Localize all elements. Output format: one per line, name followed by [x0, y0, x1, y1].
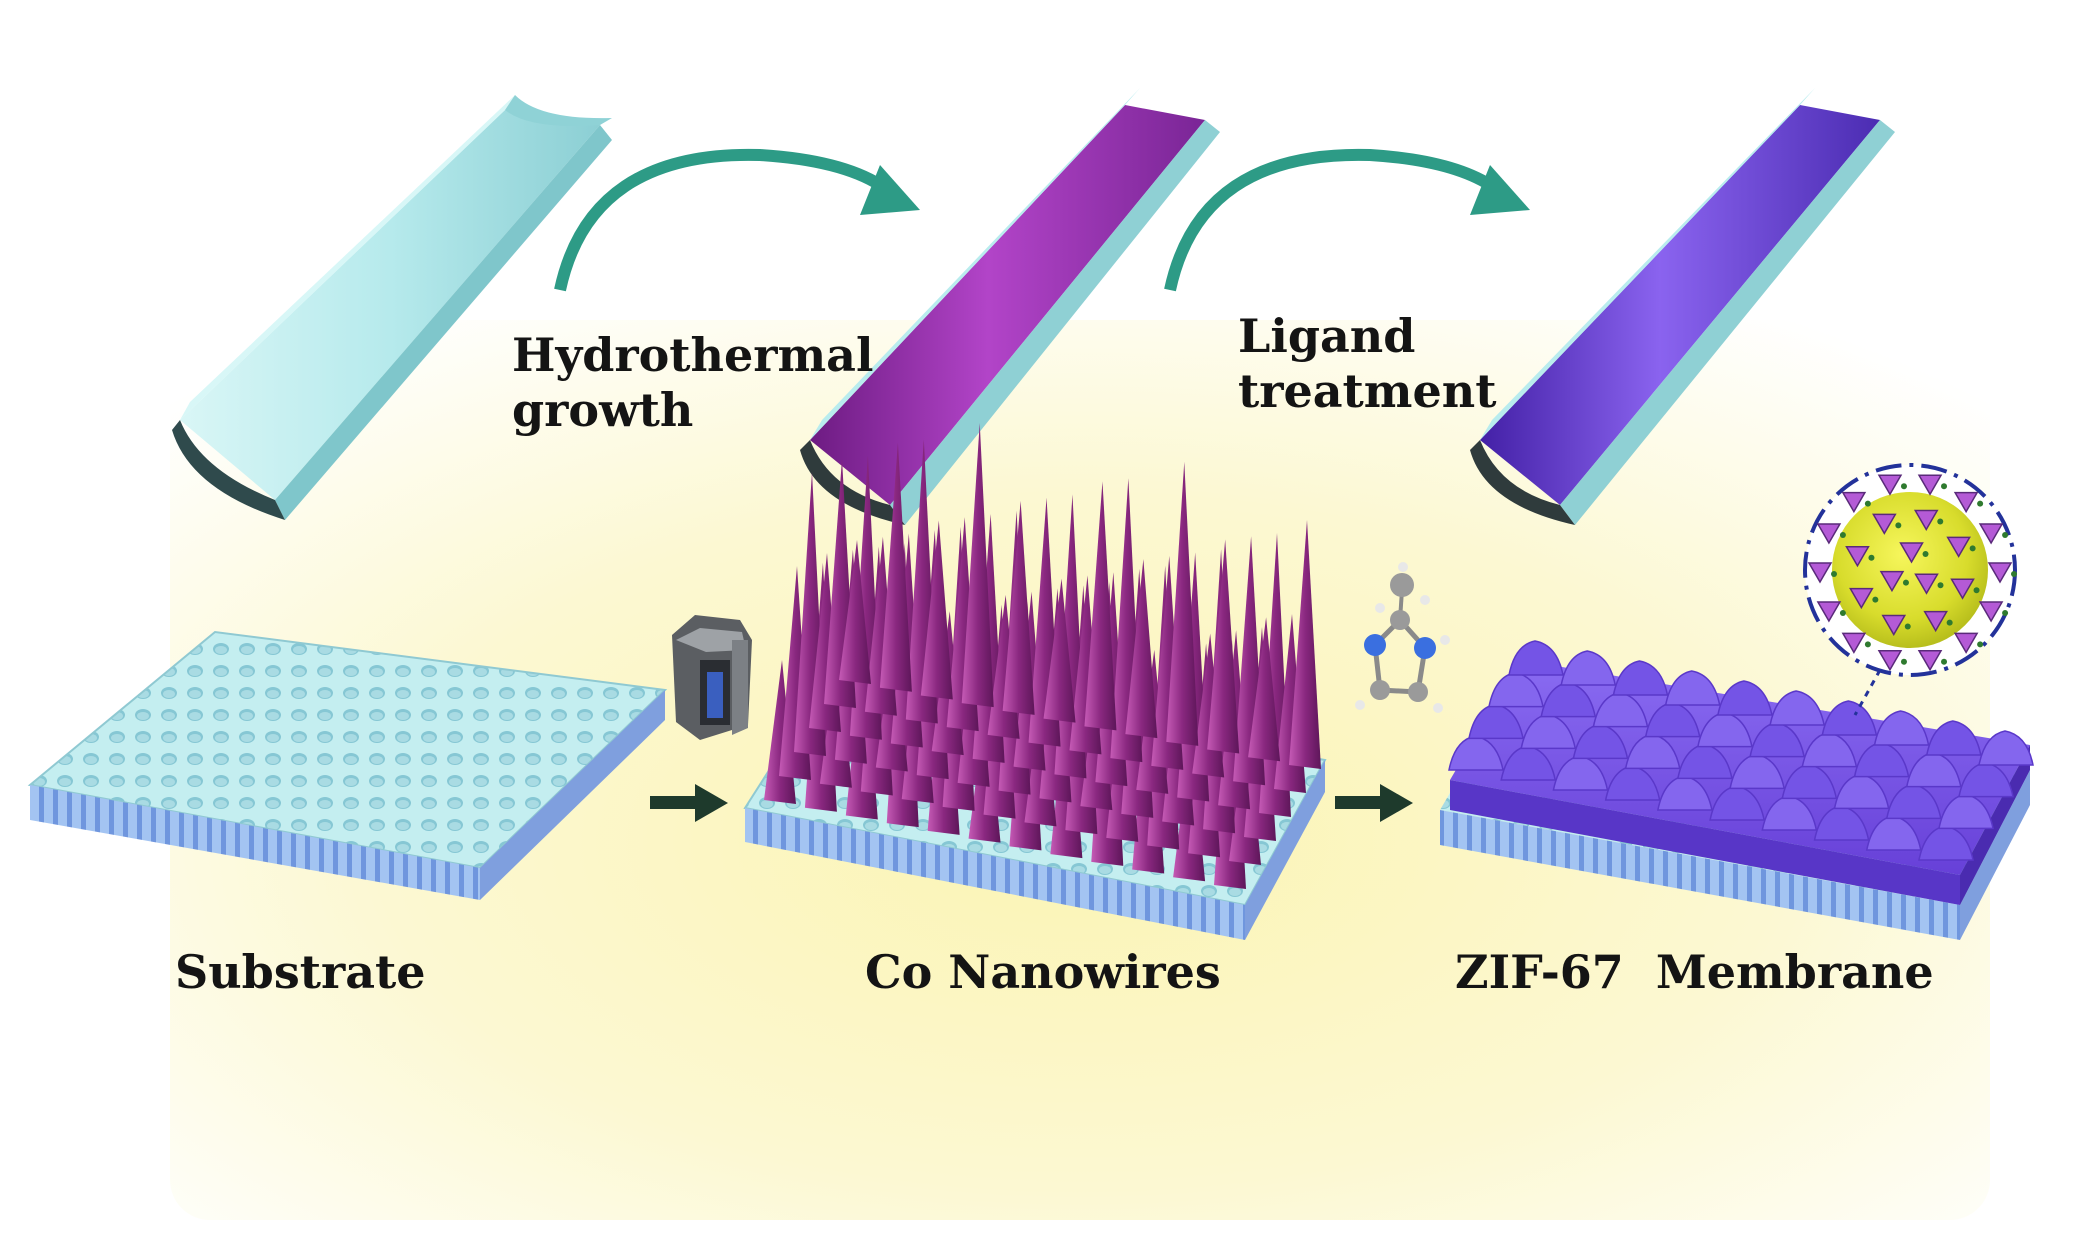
nanowire-spike — [1207, 539, 1240, 754]
cage-atom — [1864, 641, 1871, 648]
tube-substrate — [172, 95, 612, 520]
straight-arrow-1 — [650, 784, 728, 822]
cage-tetrahedron — [1917, 649, 1943, 672]
cage-tetrahedron — [1816, 601, 1842, 623]
straight-arrow-2 — [1335, 784, 1413, 822]
nanowire-spike — [1002, 500, 1035, 715]
cage-atom — [1839, 531, 1846, 538]
nanowire-spike — [879, 442, 912, 692]
cage-tetrahedron — [1849, 587, 1874, 610]
cage-tetrahedron — [1881, 614, 1907, 637]
zif-67-crystal-grains — [1448, 640, 2034, 861]
stage-label-co-nanowires: Co Nanowires — [865, 945, 1221, 999]
cage-tetrahedron — [1807, 562, 1833, 584]
cage-atom — [1946, 619, 1953, 626]
step-label-hydrothermal-line2: growth — [512, 383, 694, 438]
cage-tetrahedron — [1950, 578, 1975, 600]
cage-tetrahedron — [1914, 573, 1939, 595]
nanowire-spike — [839, 540, 871, 684]
nanowire-spike — [1125, 559, 1158, 739]
nanowire-spike — [1248, 617, 1281, 762]
step-label-hydrothermal-growth: Hydrothermal growth — [512, 328, 873, 438]
cage-tetrahedron — [1946, 536, 1971, 558]
cage-tetrahedron — [1953, 491, 1979, 514]
step-label-ligand-line2: treatment — [1238, 364, 1497, 419]
zif-67-grain — [1925, 720, 1982, 756]
cage-atom — [1937, 582, 1944, 589]
cage-atom — [1839, 610, 1846, 617]
curved-arrow-2 — [1164, 148, 1494, 292]
substrate-slab — [27, 630, 668, 900]
cage-atom — [1872, 596, 1879, 603]
cage-atom — [1941, 483, 1948, 490]
step-label-hydrothermal-line1: Hydrothermal — [512, 328, 874, 382]
cage-tetrahedron — [1978, 601, 2004, 623]
2-methylimidazole-molecule-icon — [1355, 562, 1450, 713]
step-label-ligand-line1: Ligand — [1238, 309, 1416, 363]
cage-tetrahedron — [1978, 523, 2004, 545]
cage-atom — [1977, 500, 1984, 507]
cage-atom — [1895, 522, 1902, 529]
zif-67-cage-icon — [1803, 463, 2017, 716]
autoclave-icon — [672, 615, 752, 740]
cage-tetrahedron — [1841, 491, 1867, 514]
nanowire-spike — [920, 520, 953, 700]
stage-label-substrate: Substrate — [175, 945, 426, 999]
zif-67-grain — [1978, 730, 2034, 766]
cage-atom — [1922, 551, 1929, 558]
zif-67-grain — [1821, 700, 1878, 736]
nanowire-spike — [1084, 481, 1117, 731]
cage-atom — [1941, 658, 1948, 665]
zif-67-grain — [1508, 640, 1564, 676]
cage-tetrahedron — [1877, 474, 1903, 496]
cage-atom — [1868, 554, 1875, 561]
cage-tetrahedron — [1845, 545, 1870, 568]
zif-67-grain — [1664, 670, 1721, 706]
co-nanowire-array — [764, 423, 1321, 889]
cage-tetrahedron — [1816, 523, 1842, 545]
nanowire-spike — [1289, 520, 1321, 769]
nanowire-spike — [961, 423, 994, 708]
tube-co-nanowires — [800, 88, 1220, 525]
zif-67-grain — [1873, 710, 1930, 746]
cage-atom — [2002, 610, 2009, 617]
nanowire-spike — [1166, 461, 1199, 746]
cage-tetrahedron — [1879, 570, 1905, 593]
cage-tetrahedron — [1877, 649, 1903, 672]
cage-atom — [1969, 545, 1976, 552]
tube-zif-67-membrane — [1470, 88, 1895, 525]
cage-tetrahedron — [1953, 632, 1979, 654]
cage-atom — [1831, 571, 1837, 577]
stage-label-zif-67-membrane: ZIF-67 Membrane — [1455, 945, 1934, 999]
cage-atom — [1973, 587, 1980, 594]
cage-atom — [1900, 483, 1907, 490]
cage-tetrahedron — [1913, 509, 1939, 531]
nanowire-spike — [1043, 578, 1076, 723]
curved-arrow-1-head — [860, 165, 920, 215]
cage-tetrahedron — [1899, 542, 1924, 564]
cage-tetrahedron — [1917, 474, 1943, 496]
cage-atom — [2002, 531, 2009, 538]
cage-atom — [1977, 641, 1984, 648]
zif-67-grain — [1612, 660, 1669, 696]
curved-arrow-1 — [554, 148, 884, 292]
cage-atom — [1904, 623, 1911, 630]
step-label-ligand-treatment: Ligand treatment — [1238, 309, 1496, 419]
cage-tetrahedron — [1923, 610, 1948, 633]
cage-atom — [1902, 579, 1909, 586]
cage-tetrahedron — [1987, 562, 2013, 584]
cage-tetrahedron — [1872, 513, 1897, 535]
curved-arrow-2-head — [1470, 165, 1530, 215]
zif-67-grain — [1716, 680, 1773, 716]
zif-67-grain — [1769, 690, 1826, 726]
cage-tetrahedron — [1841, 632, 1867, 654]
zif-67-grain — [1560, 650, 1617, 686]
cage-atom — [1900, 658, 1907, 665]
cage-atom — [2011, 571, 2017, 577]
cage-atom — [1937, 518, 1944, 525]
cage-atom — [1864, 500, 1871, 507]
